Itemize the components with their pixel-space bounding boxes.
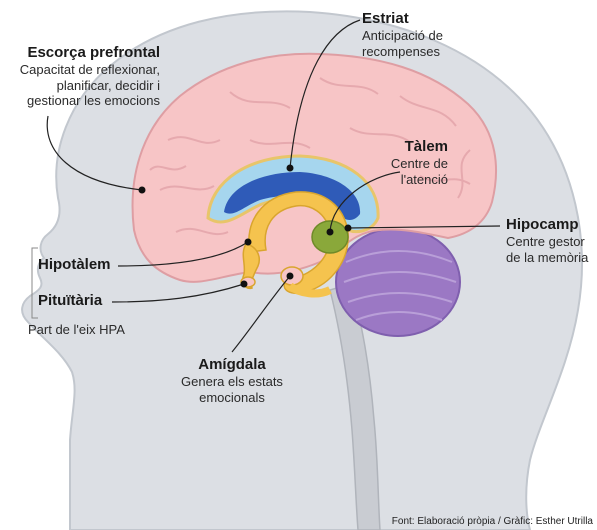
hippocampus-title: Hipocamp <box>506 216 594 234</box>
hpa-label: Part de l'eix HPA <box>28 322 125 338</box>
hippocampus-desc-2: de la memòria <box>506 250 594 266</box>
source-credit: Font: Elaboració pròpia / Gràfic: Esther… <box>392 516 593 527</box>
prefrontal-desc-1: Capacitat de reflexionar, <box>4 62 160 78</box>
prefrontal-desc-2: planificar, decidir i <box>4 78 160 94</box>
pituitary-label: Pituïtària <box>38 292 102 310</box>
prefrontal-title: Escorça prefrontal <box>4 44 160 62</box>
amygdala-label: Amígdala Genera els estats emocionals <box>166 356 298 405</box>
thalamus-desc-1: Centre de <box>370 156 448 172</box>
thalamus-desc-2: l'atenció <box>370 172 448 188</box>
prefrontal-label: Escorça prefrontal Capacitat de reflexio… <box>4 44 160 109</box>
thalamus-label: Tàlem Centre de l'atenció <box>370 138 448 187</box>
pituitary-title: Pituïtària <box>38 292 102 310</box>
thalamus-title: Tàlem <box>370 138 448 156</box>
hypothalamus-title: Hipotàlem <box>38 256 111 274</box>
hpa-text: Part de l'eix HPA <box>28 322 125 338</box>
hypothalamus-label: Hipotàlem <box>38 256 111 274</box>
amygdala-desc-2: emocionals <box>166 390 298 406</box>
amygdala-title: Amígdala <box>166 356 298 374</box>
striatum-title: Estriat <box>362 10 472 28</box>
hippocampus-label: Hipocamp Centre gestor de la memòria <box>506 216 594 265</box>
prefrontal-desc-3: gestionar les emocions <box>4 93 160 109</box>
striatum-label: Estriat Anticipació de recompenses <box>362 10 472 59</box>
striatum-desc-2: recompenses <box>362 44 472 60</box>
striatum-desc-1: Anticipació de <box>362 28 472 44</box>
thalamus <box>312 221 348 253</box>
amygdala-desc-1: Genera els estats <box>166 374 298 390</box>
hippocampus-desc-1: Centre gestor <box>506 234 594 250</box>
